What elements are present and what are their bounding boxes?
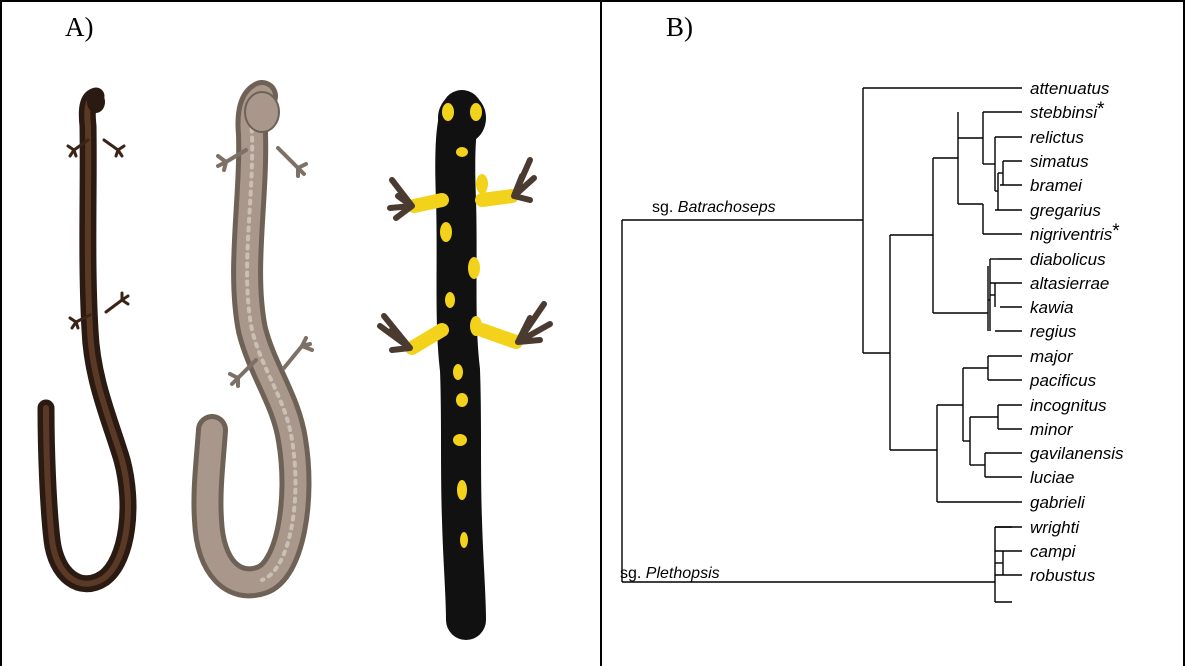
clade-plethopsis-label: sg. Plethopsis [620, 565, 720, 582]
taxon-label-minor: minor [1030, 420, 1074, 439]
taxon-label-gabrieli: gabrieli [1030, 493, 1086, 512]
asterisk-mark: * [1112, 221, 1120, 242]
taxon-label-regius: regius [1030, 322, 1077, 341]
taxon-label-relictus: relictus [1030, 128, 1084, 147]
taxon-label-luciae: luciae [1030, 468, 1074, 487]
taxon-label-nigriventris: nigriventris* [1030, 221, 1120, 244]
taxon-label-gavilanensis: gavilanensis [1030, 444, 1124, 463]
taxon-label-major: major [1030, 347, 1074, 366]
taxon-label-pacificus: pacificus [1029, 371, 1097, 390]
fire-salamander [380, 92, 550, 620]
slender-salamander-dark [46, 91, 128, 584]
taxon-label-robustus: robustus [1030, 566, 1096, 585]
taxon-label-bramei: bramei [1030, 176, 1083, 195]
phylogeny-branches [622, 88, 1022, 602]
asterisk-mark: * [1097, 99, 1105, 120]
taxon-label-wrighti: wrighti [1030, 518, 1080, 537]
taxon-label-attenuatus: attenuatus [1030, 79, 1110, 98]
taxon-label-gregarius: gregarius [1030, 201, 1101, 220]
taxon-label-diabolicus: diabolicus [1030, 250, 1106, 269]
taxon-label-altasierrae: altasierrae [1030, 274, 1109, 293]
taxon-label-stebbinsi: stebbinsi* [1030, 99, 1105, 122]
taxon-label-incognitus: incognitus [1030, 396, 1107, 415]
taxon-label-simatus: simatus [1030, 152, 1089, 171]
clade-batrachoseps-label: sg. Batrachoseps [652, 199, 776, 216]
slender-salamander-gray [207, 92, 312, 582]
taxon-label-kawia: kawia [1030, 298, 1073, 317]
taxon-label-campi: campi [1030, 542, 1077, 561]
